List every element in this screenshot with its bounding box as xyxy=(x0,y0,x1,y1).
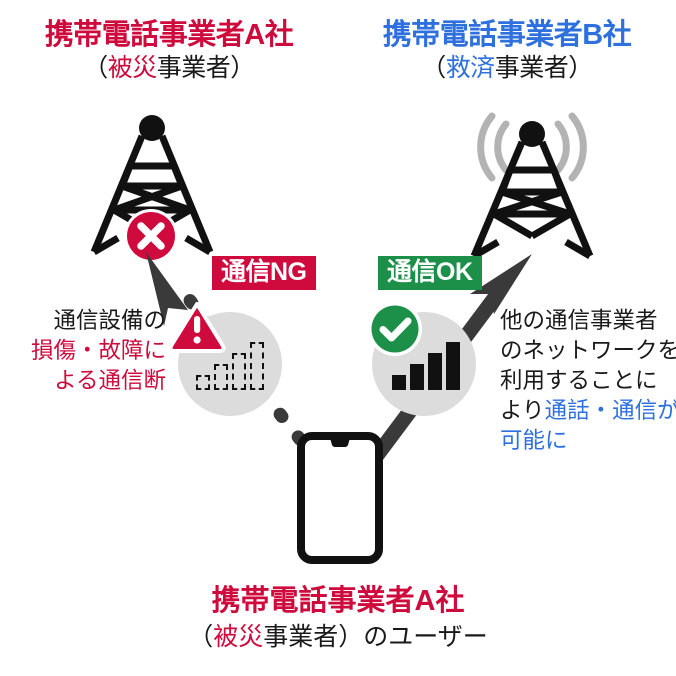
check-circle-icon xyxy=(366,300,424,363)
signal-bar-1 xyxy=(392,375,406,390)
smartphone-icon xyxy=(297,432,383,569)
header-operator-b-title: 携帯電話事業者B社 xyxy=(382,19,632,51)
cell-tower-icon-b xyxy=(452,108,612,268)
header-b-paren-close: ） xyxy=(568,54,593,83)
annotation-roaming-line4-black: より xyxy=(500,397,545,423)
header-a-paren-close: ） xyxy=(230,54,255,83)
signal-bar-1 xyxy=(196,375,210,390)
signal-bar-3 xyxy=(428,353,442,390)
cell-tower-icon-a xyxy=(82,110,222,265)
annotation-roaming-line5: 可能に xyxy=(500,427,568,453)
header-operator-b: 携帯電話事業者B社 （救済事業者） xyxy=(338,18,676,84)
annotation-roaming-line2: のネットワークを xyxy=(500,337,676,363)
radio-waves-icon xyxy=(477,112,587,182)
caption-close: ）のユーザー xyxy=(338,622,488,651)
annotation-roaming-line1: 他の通信事業者 xyxy=(500,308,658,333)
header-a-paren-open: （ xyxy=(83,54,108,83)
header-a-accent: 被災 xyxy=(107,54,158,83)
signal-bar-3 xyxy=(232,353,246,390)
status-badge-ok: 通信OK xyxy=(378,256,482,290)
annotation-outage: 通信設備の 損傷・故障に よる通信断 xyxy=(14,306,166,396)
warning-triangle-icon xyxy=(168,300,226,359)
caption-mid: 事業者 xyxy=(263,622,339,651)
annotation-roaming-line4: より通話・通信が xyxy=(500,396,676,426)
error-x-icon xyxy=(120,205,182,272)
caption-title: 携帯電話事業者A社 xyxy=(211,585,465,617)
header-b-paren-open: （ xyxy=(421,54,446,83)
signal-bar-2 xyxy=(410,364,424,390)
annotation-roaming-line4-accent: 通話・通信が xyxy=(544,397,676,423)
header-b-rest: 事業者 xyxy=(494,54,569,83)
annotation-roaming-line3: 利用することに xyxy=(500,367,658,393)
status-badge-ng: 通信NG xyxy=(212,256,316,290)
signal-bar-2 xyxy=(214,364,228,390)
annotation-roaming: 他の通信事業者 のネットワークを 利用することに より通話・通信が 可能に xyxy=(500,306,676,456)
signal-bars-empty-icon xyxy=(196,342,264,390)
caption-accent: 被災 xyxy=(213,622,264,651)
header-b-accent: 救済 xyxy=(445,54,496,83)
signal-bar-4 xyxy=(250,342,264,390)
annotation-outage-line2: 損傷・故障に xyxy=(30,337,166,363)
caption-user-of-operator-a: 携帯電話事業者A社 （被災事業者）のユーザー xyxy=(88,584,588,652)
signal-bars-full-icon xyxy=(392,342,460,390)
header-operator-a: 携帯電話事業者A社 （被災事業者） xyxy=(0,18,338,84)
annotation-outage-line3: よる通信断 xyxy=(54,367,166,393)
signal-bar-4 xyxy=(446,342,460,390)
annotation-outage-line1: 通信設備の xyxy=(53,308,166,333)
caption-paren-open: （ xyxy=(188,622,214,651)
header-a-rest: 事業者 xyxy=(156,54,231,83)
header-operator-a-title: 携帯電話事業者A社 xyxy=(44,19,294,51)
